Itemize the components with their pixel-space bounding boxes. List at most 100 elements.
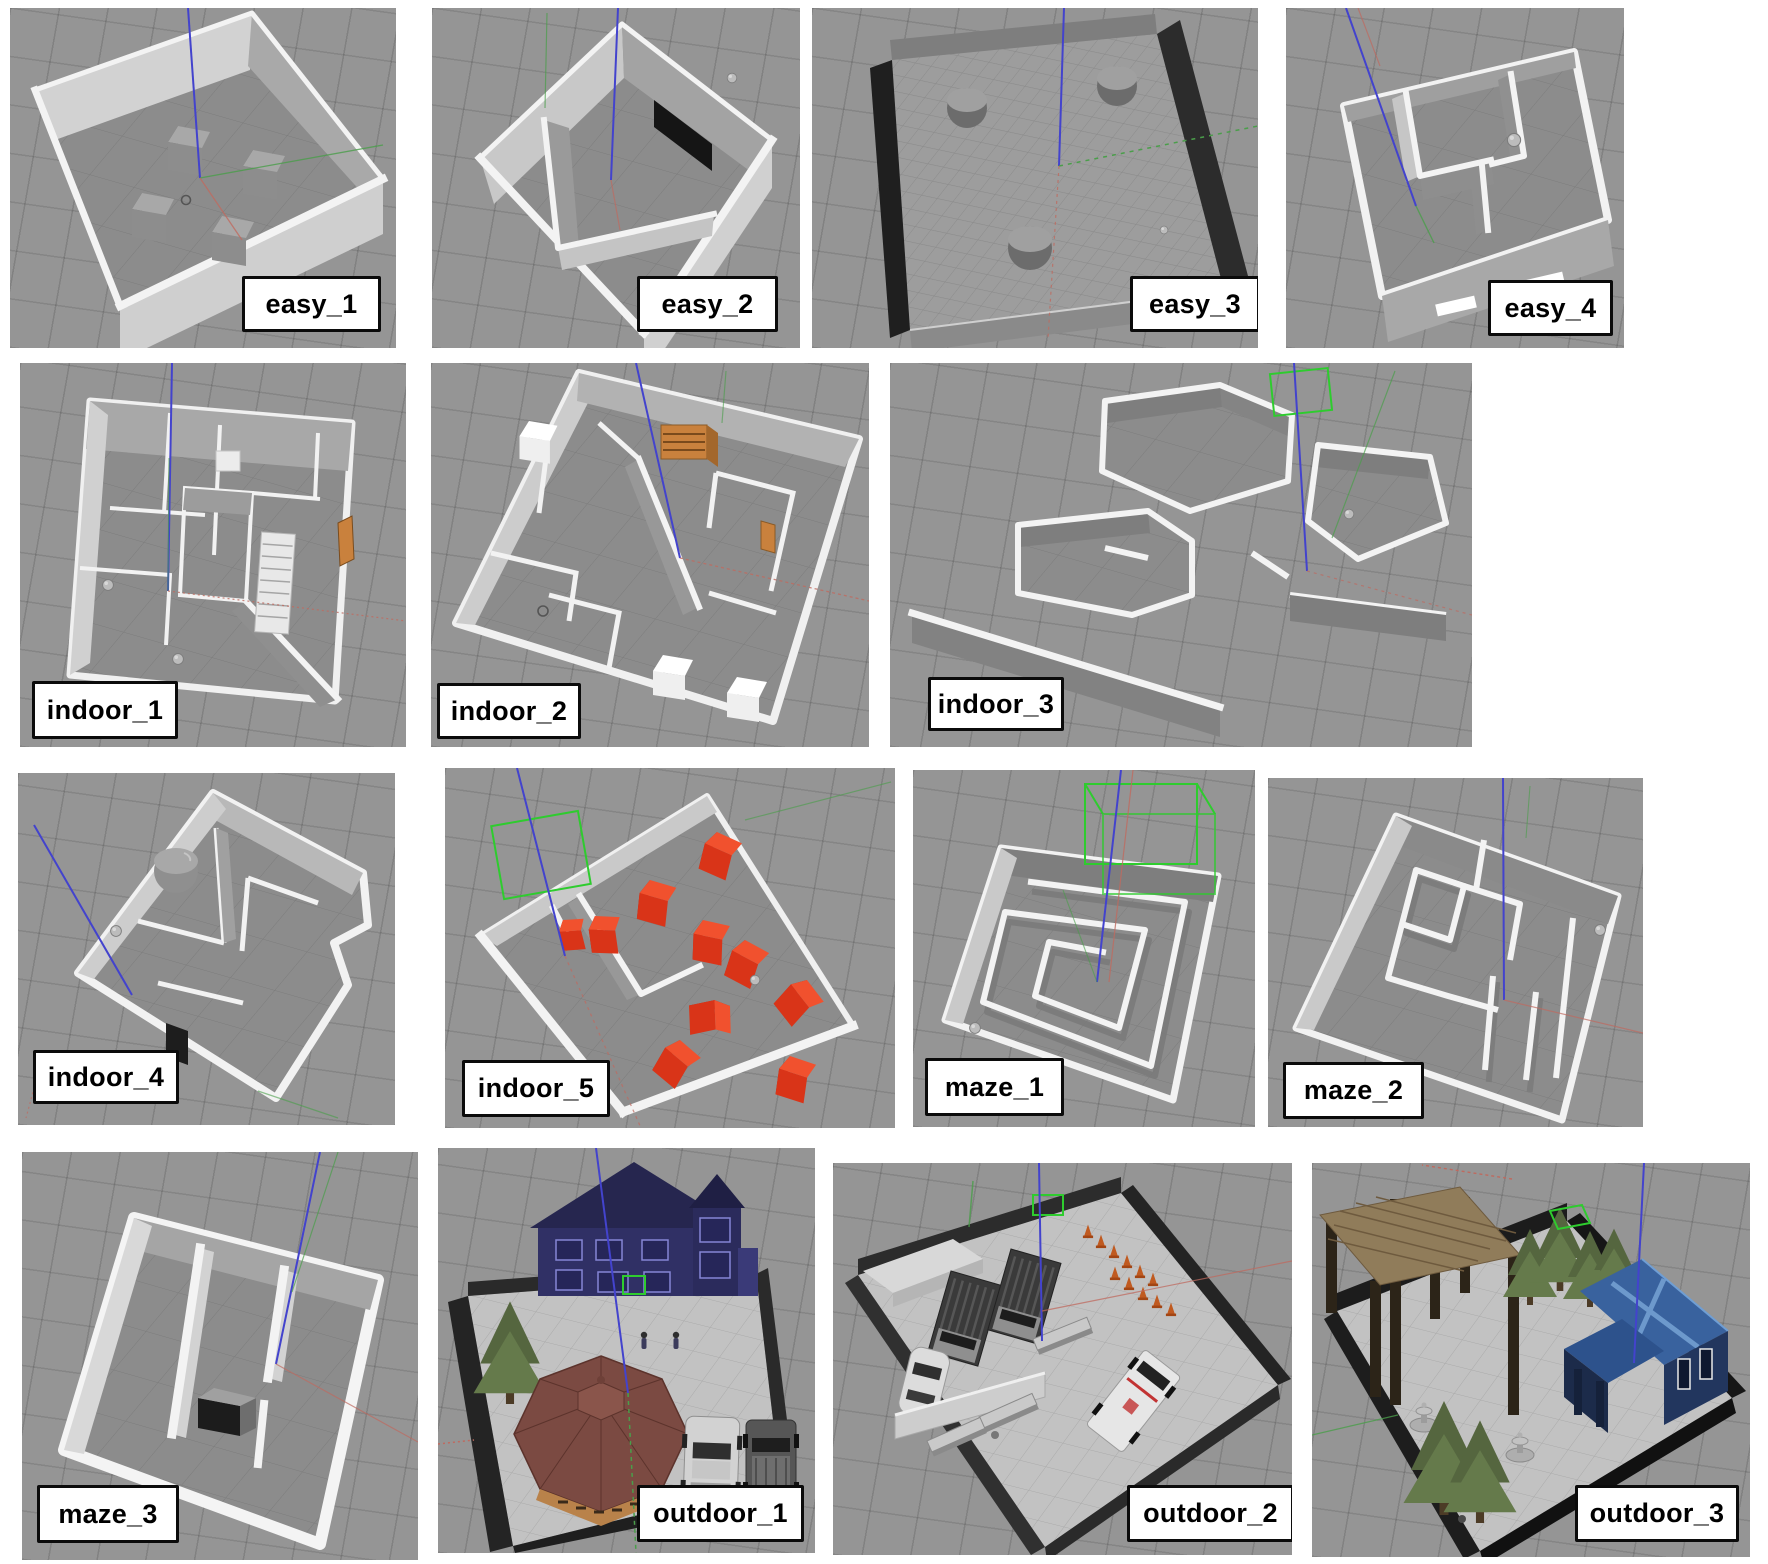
ambulance <box>1087 1350 1181 1452</box>
selection-box <box>1268 366 1334 418</box>
cylinder-column <box>154 848 198 893</box>
sphere <box>1594 924 1606 936</box>
scene-easy-2-viewport <box>432 8 800 348</box>
white-box <box>215 450 241 472</box>
y-axis-line <box>744 781 892 821</box>
y-axis-line <box>1062 889 1098 983</box>
scene-indoor-1-render <box>66 363 406 707</box>
scene-maze-1-render <box>941 770 1222 1104</box>
x-axis-line <box>1421 1164 1513 1180</box>
x-axis-line <box>610 179 621 231</box>
cylinder-obstacle <box>1008 226 1052 270</box>
y-axis-line <box>627 1392 637 1553</box>
sphere <box>110 925 122 937</box>
z-axis-line <box>1345 8 1417 207</box>
panel-label-outdoor-3: outdoor_3 <box>1575 1485 1739 1542</box>
red-box <box>774 1054 817 1105</box>
scene-easy-2-render <box>474 8 778 348</box>
scene-indoor-2-viewport <box>431 363 869 747</box>
panel-outdoor-2: outdoor_2 <box>833 1163 1292 1555</box>
panel-label-easy-1: easy_1 <box>242 276 381 332</box>
panel-label-indoor-1: indoor_1 <box>32 681 178 739</box>
y-axis-line <box>1058 125 1258 167</box>
sphere <box>102 579 114 591</box>
sphere <box>749 974 761 986</box>
z-axis-line <box>1058 8 1065 167</box>
x-axis-line <box>679 557 869 602</box>
selection-box <box>622 1275 646 1295</box>
ring-marker <box>180 194 192 206</box>
z-axis-line <box>1293 363 1308 572</box>
y-axis-line <box>1312 1414 1399 1436</box>
scene-maze-3-viewport <box>22 1152 418 1560</box>
person <box>672 1331 680 1349</box>
y-axis-line <box>167 457 170 592</box>
wood-door <box>760 520 776 554</box>
z-axis-line <box>610 8 619 181</box>
white-platform <box>863 1239 983 1293</box>
scene-maze-2-render <box>1292 778 1643 1124</box>
panel-easy-4: easy_4 <box>1286 8 1624 348</box>
panel-label-easy-2: easy_2 <box>637 276 778 332</box>
gray-box <box>198 1388 256 1436</box>
z-axis-line <box>635 363 681 559</box>
jersey-barriers <box>926 1316 1094 1457</box>
panel-label-indoor-2: indoor_2 <box>437 683 581 739</box>
z-axis-line <box>1633 1163 1645 1364</box>
panel-label-indoor-4: indoor_4 <box>33 1050 179 1104</box>
z-axis-line <box>1502 778 1505 1001</box>
panel-label-outdoor-2: outdoor_2 <box>1127 1485 1292 1542</box>
sphere <box>991 1431 999 1439</box>
selection-box <box>1032 1194 1064 1216</box>
sphere <box>969 1022 981 1034</box>
maze-walls <box>1385 839 1576 1081</box>
selection-box <box>1548 1203 1592 1231</box>
scene-indoor-4-render <box>25 789 372 1119</box>
z-axis-line <box>33 824 133 996</box>
scene-easy-3-render <box>870 8 1258 348</box>
military-truck <box>987 1248 1062 1345</box>
z-axis-line <box>516 768 566 957</box>
y-axis-line <box>257 1090 339 1119</box>
x-axis-line <box>1047 165 1060 339</box>
panel-label-maze-3: maze_3 <box>37 1485 179 1543</box>
panel-easy-2: easy_2 <box>432 8 800 348</box>
x-axis-line <box>1108 770 1134 983</box>
sphere <box>726 72 738 84</box>
panel-indoor-2: indoor_2 <box>431 363 869 747</box>
scene-easy-1-viewport <box>10 8 396 348</box>
military-truck <box>927 1270 1002 1367</box>
cylinder-obstacle <box>1097 66 1137 106</box>
person <box>640 1331 648 1349</box>
wood-shelf <box>660 424 718 467</box>
panel-label-indoor-5: indoor_5 <box>462 1060 610 1117</box>
house <box>530 1162 758 1296</box>
panel-easy-1: easy_1 <box>10 8 396 348</box>
z-axis-line <box>275 1152 321 1365</box>
y-axis-line <box>199 144 384 179</box>
panel-maze-1: maze_1 <box>913 770 1255 1127</box>
scene-maze-3-render <box>58 1152 418 1550</box>
y-axis-line <box>1331 370 1396 539</box>
y-axis-line <box>1415 205 1435 244</box>
panel-label-easy-3: easy_3 <box>1130 276 1258 332</box>
panel-label-maze-1: maze_1 <box>925 1058 1064 1116</box>
scene-easy-1-render <box>30 8 389 348</box>
x-axis-line <box>438 1439 475 1445</box>
y-axis-line <box>1525 785 1531 839</box>
panel-indoor-5: indoor_5 <box>445 768 895 1128</box>
white-car <box>898 1346 950 1419</box>
x-axis-line <box>1306 570 1472 616</box>
stairs <box>254 531 296 635</box>
dark-wall <box>654 100 712 171</box>
panel-outdoor-1: outdoor_1 <box>438 1148 815 1553</box>
z-axis-line <box>1038 1163 1043 1342</box>
panel-label-indoor-3: indoor_3 <box>928 677 1064 731</box>
y-axis-line <box>544 12 548 109</box>
y-axis-line <box>721 370 727 424</box>
ring-marker <box>537 605 549 617</box>
panel-indoor-3: indoor_3 <box>890 363 1472 747</box>
scene-indoor-5-viewport <box>445 768 895 1128</box>
x-axis-line <box>564 955 642 1128</box>
panel-maze-3: maze_3 <box>22 1152 418 1560</box>
